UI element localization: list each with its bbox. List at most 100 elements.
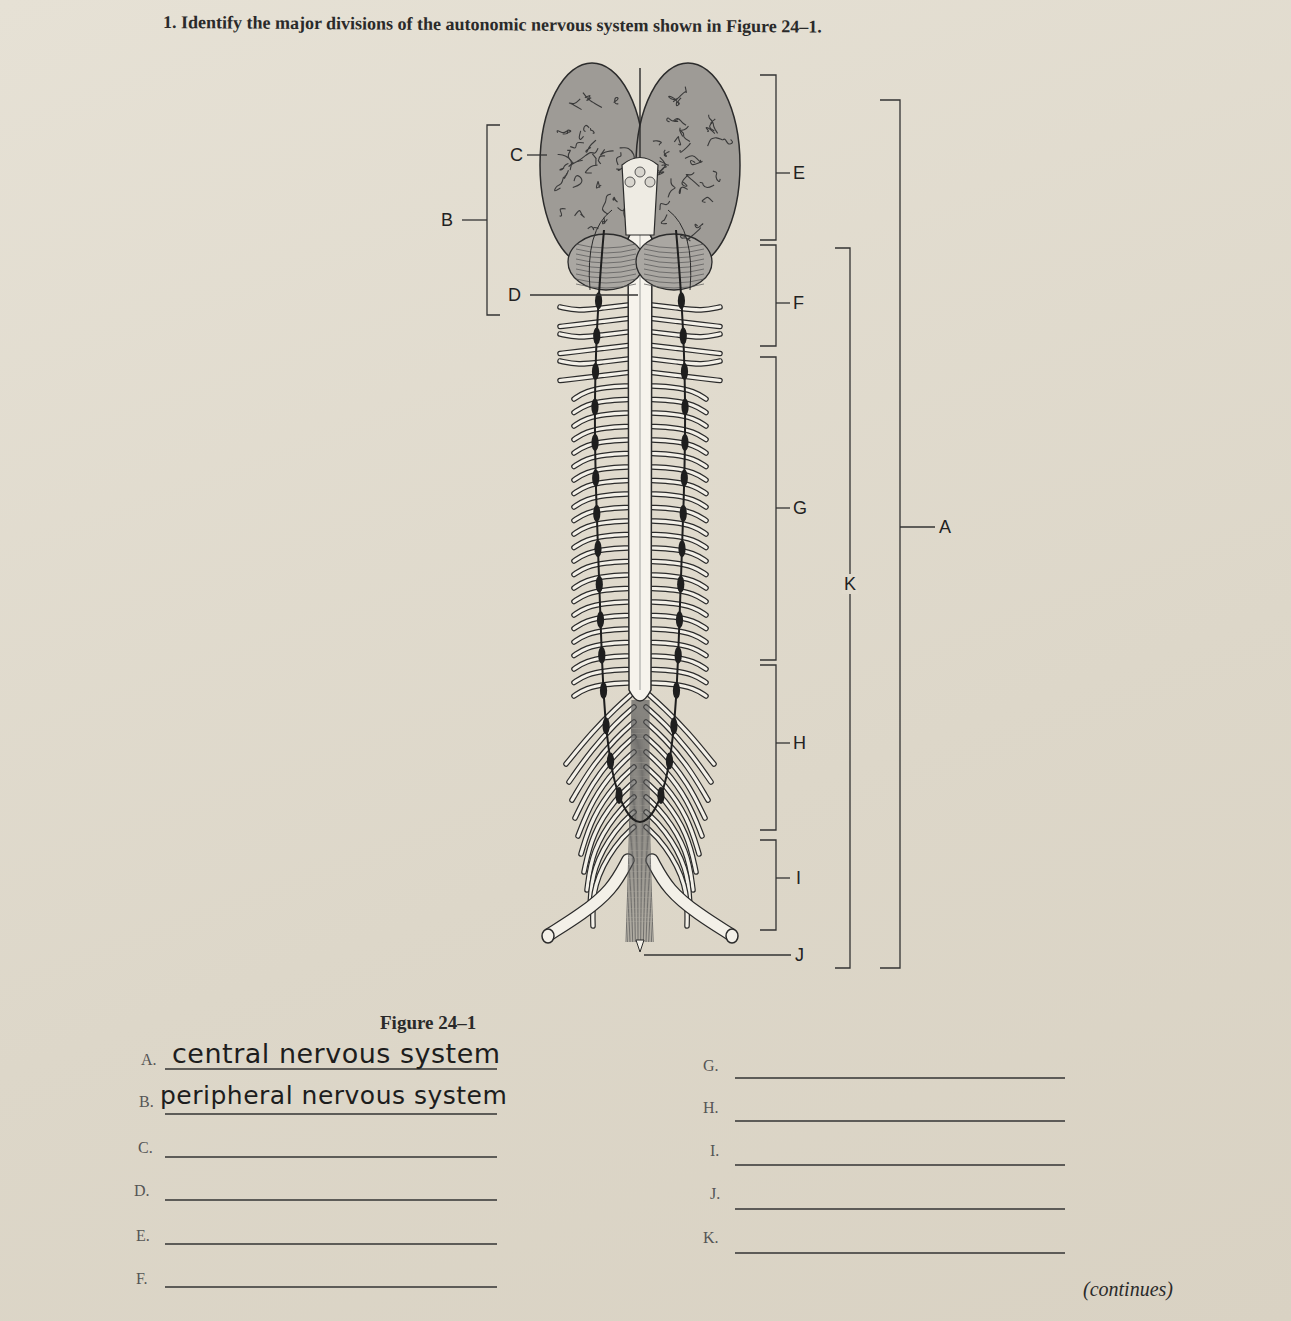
cord-fissure — [640, 230, 641, 690]
figure-letter: B — [441, 211, 453, 229]
cerebellum-fold — [576, 269, 636, 273]
question-title: 1. Identify the major divisions of the a… — [163, 13, 822, 36]
spinal-nerve — [574, 427, 628, 440]
gyrus — [722, 139, 732, 144]
spinal-nerve — [652, 359, 720, 364]
sympathetic-chain — [591, 230, 688, 822]
gyrus — [679, 187, 687, 193]
handwritten-answer: central nervous system — [172, 1040, 501, 1067]
cerebellum-fold — [644, 249, 704, 253]
gyrus — [601, 149, 614, 155]
gyrus — [686, 172, 699, 186]
spinal-nerve — [560, 359, 628, 364]
spinal-nerve — [652, 346, 720, 354]
spinal-nerve — [652, 305, 720, 310]
ganglion — [593, 328, 600, 345]
leader-line — [527, 154, 547, 155]
gyrus — [560, 163, 569, 170]
sciatic-nerve — [652, 860, 730, 934]
leader-line — [735, 1077, 1065, 1078]
spinal-nerve — [652, 508, 706, 521]
ganglion — [657, 787, 664, 804]
spinal-nerve — [652, 427, 706, 440]
cerebellum-fold — [576, 279, 636, 283]
leader-line — [165, 1113, 497, 1114]
gyrus — [709, 115, 716, 123]
spinal-nerve — [560, 359, 628, 364]
sciatic-nerve — [550, 860, 628, 934]
leader-line — [776, 877, 790, 878]
spinal-nerve — [652, 454, 706, 467]
brain-base-structure — [625, 177, 635, 187]
gyrus — [573, 176, 582, 188]
ganglion — [680, 505, 687, 522]
gyrus — [668, 178, 675, 197]
cauda-equina — [628, 700, 633, 942]
cerebellum-fold — [644, 254, 704, 258]
leader-line — [735, 1252, 1065, 1253]
spinal-nerve — [560, 305, 628, 310]
gyrus — [660, 201, 670, 210]
leader-line — [735, 1120, 1065, 1121]
ganglion — [598, 647, 605, 664]
spinal-nerve — [560, 319, 628, 327]
cerebellum-fold — [576, 264, 636, 268]
spinal-nerve — [574, 413, 628, 426]
gyrus — [667, 118, 678, 122]
brainstem — [622, 158, 658, 236]
leader-line — [735, 1164, 1065, 1165]
spinal-nerve — [574, 508, 628, 521]
gyrus — [620, 148, 635, 160]
sciatic-nerve — [550, 860, 628, 934]
spinal-nerve — [652, 670, 706, 683]
ganglion — [591, 434, 598, 451]
answer-letter: B. — [139, 1094, 154, 1110]
answer-letter: J. — [710, 1186, 720, 1202]
spinal-nerve — [574, 400, 628, 413]
ganglion — [678, 540, 685, 557]
brain-base-structure — [635, 167, 645, 177]
cerebellum-fold — [576, 284, 636, 288]
cerebellum — [636, 234, 712, 290]
filum-terminale — [636, 940, 644, 952]
spinal-nerve — [652, 454, 706, 467]
gyrus — [586, 140, 596, 152]
nerve-end — [542, 929, 554, 943]
continues-note: (continues) — [1083, 1279, 1173, 1299]
spinal-nerve — [574, 521, 628, 534]
ganglion — [594, 540, 601, 557]
spinal-cord — [626, 200, 653, 952]
gyrus — [592, 154, 596, 165]
spinal-nerve — [652, 562, 706, 575]
figure-letter: F — [793, 294, 804, 312]
spinal-nerve — [574, 494, 628, 507]
leader-line — [776, 742, 790, 743]
spinal-nerve — [652, 319, 720, 327]
spinal-nerve — [574, 440, 628, 453]
figure-letter: D — [508, 286, 521, 304]
gyrus — [575, 211, 585, 218]
spinal-nerve — [560, 346, 628, 354]
cerebellum-fold — [644, 264, 704, 268]
ganglion — [673, 682, 680, 699]
gyrus — [616, 152, 621, 165]
leader-line — [776, 302, 790, 303]
gyrus — [598, 156, 605, 164]
leader-line — [487, 125, 500, 315]
spinal-nerve — [652, 670, 706, 683]
spinal-nerve — [652, 494, 706, 507]
cerebellum-fold — [644, 269, 704, 273]
answer-letter: D. — [134, 1183, 150, 1199]
figure-letter: E — [793, 164, 805, 182]
leader-line — [644, 954, 791, 955]
spinal-nerve — [574, 562, 628, 575]
ganglion — [678, 292, 685, 309]
gyrus — [653, 141, 661, 146]
spinal-nerve — [652, 400, 706, 413]
leader-line — [776, 507, 790, 508]
ganglion — [681, 469, 688, 486]
brain — [540, 63, 740, 290]
spinal-nerve — [652, 319, 720, 327]
spinal-nerve — [560, 346, 628, 354]
answer-letter: H. — [703, 1100, 719, 1116]
